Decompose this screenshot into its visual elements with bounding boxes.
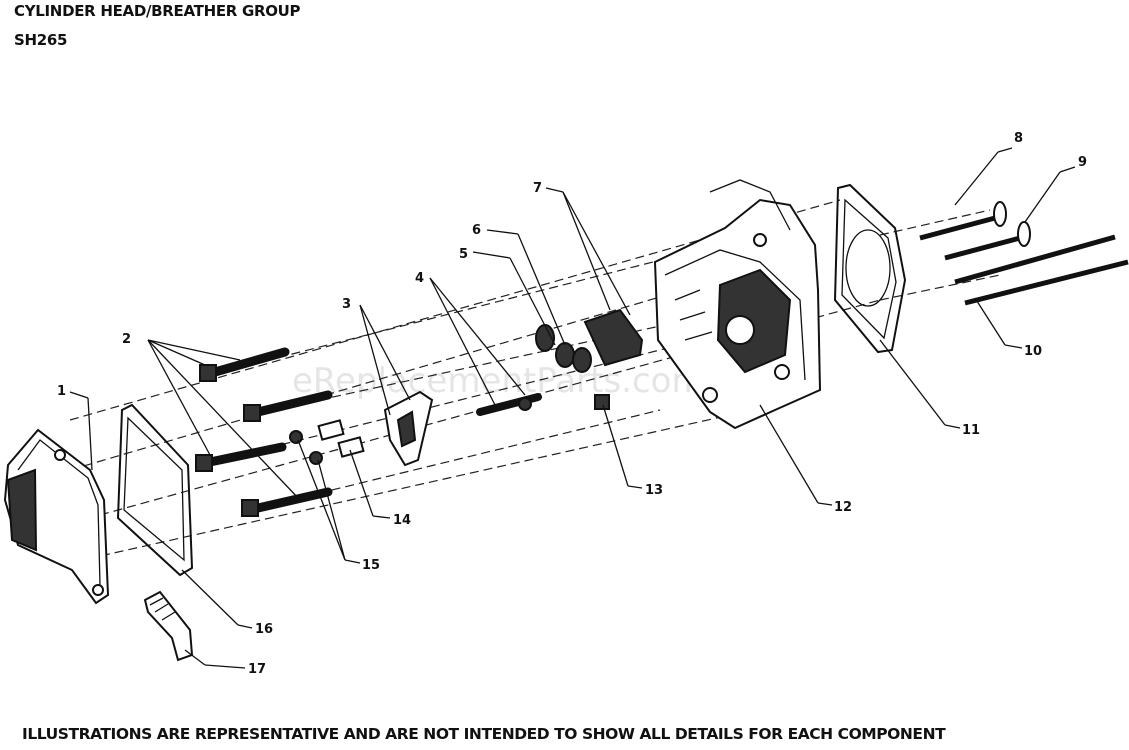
assembly-axis-lines [59,199,1001,566]
callout-4: 4 [415,271,424,286]
breather-tube [143,590,194,662]
rocker-adjusters [289,419,365,465]
valve-springs [535,308,644,373]
model-number: SH265 [14,31,68,49]
push-rods [954,234,1129,306]
valve-cover [3,428,110,605]
callout-3: 3 [342,297,351,312]
callout-13: 13 [645,483,663,498]
valve-guide [594,394,610,410]
rocker-plate [383,390,434,467]
cover-gasket [116,403,194,577]
callout-9: 9 [1078,155,1087,170]
cylinder-head [653,179,822,430]
valves [919,201,1031,261]
callout-10: 10 [1024,344,1042,359]
callout-7: 7 [533,181,542,196]
callout-15: 15 [362,558,380,573]
callout-14: 14 [393,513,411,528]
head-bolts [195,347,333,517]
callout-numbers: 1 2 3 4 5 6 7 8 9 10 11 12 13 14 15 16 1… [57,131,1087,677]
rocker-stud [476,393,542,416]
callout-11: 11 [962,423,980,438]
page-title: CYLINDER HEAD/BREATHER GROUP [14,2,301,20]
callout-8: 8 [1014,131,1023,146]
callout-12: 12 [834,500,852,515]
callout-1: 1 [57,384,66,399]
callout-16: 16 [255,622,273,637]
watermark: eReplacementParts.com [292,361,705,401]
callout-17: 17 [248,662,266,677]
head-gasket [833,183,907,354]
callout-5: 5 [459,247,468,262]
leader-lines [69,147,1076,669]
disclaimer-footer: ILLUSTRATIONS ARE REPRESENTATIVE AND ARE… [22,725,946,743]
callout-2: 2 [122,332,131,347]
callout-6: 6 [472,223,481,238]
